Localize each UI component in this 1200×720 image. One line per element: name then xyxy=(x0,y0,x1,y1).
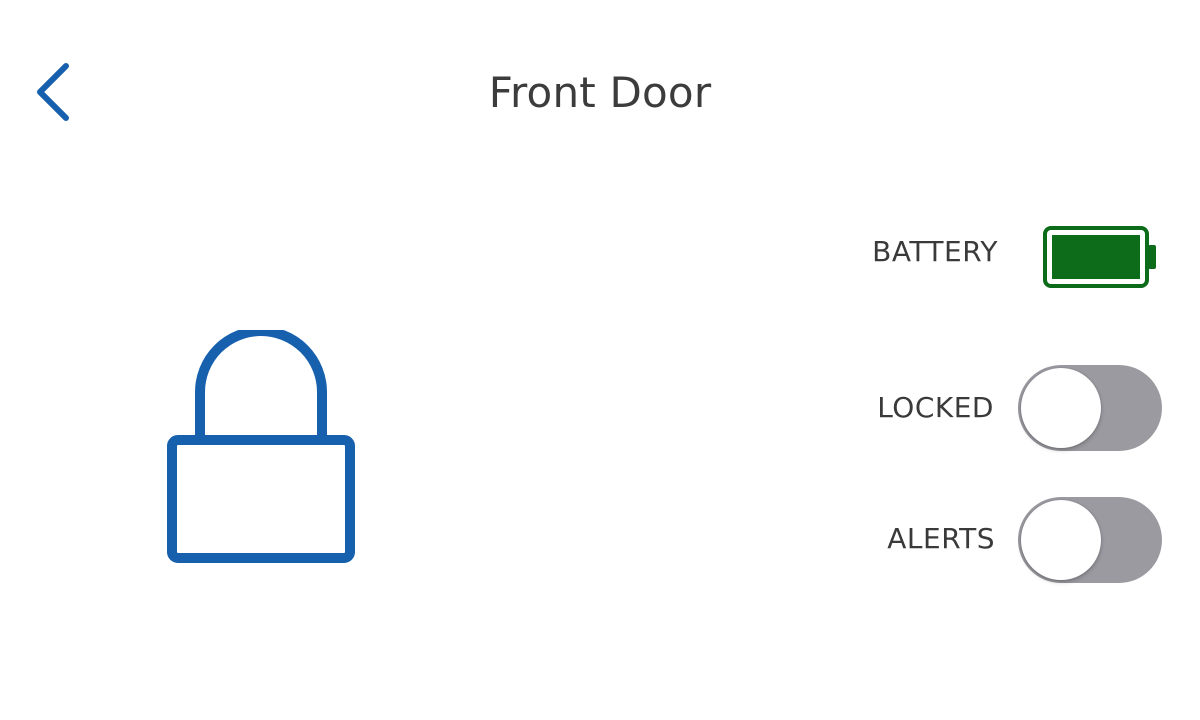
alerts-toggle[interactable] xyxy=(1018,497,1162,583)
locked-label: LOCKED xyxy=(877,391,994,424)
page-title: Front Door xyxy=(488,68,712,117)
locked-toggle[interactable] xyxy=(1018,365,1162,451)
alerts-toggle-knob xyxy=(1021,500,1101,580)
battery-full-icon xyxy=(1042,225,1158,289)
battery-level-fill xyxy=(1052,235,1140,279)
locked-toggle-knob xyxy=(1021,368,1101,448)
battery-label: BATTERY xyxy=(872,235,998,268)
back-button[interactable] xyxy=(28,58,80,126)
padlock-icon xyxy=(164,330,358,568)
alerts-label: ALERTS xyxy=(887,522,995,555)
chevron-left-icon xyxy=(37,63,69,121)
